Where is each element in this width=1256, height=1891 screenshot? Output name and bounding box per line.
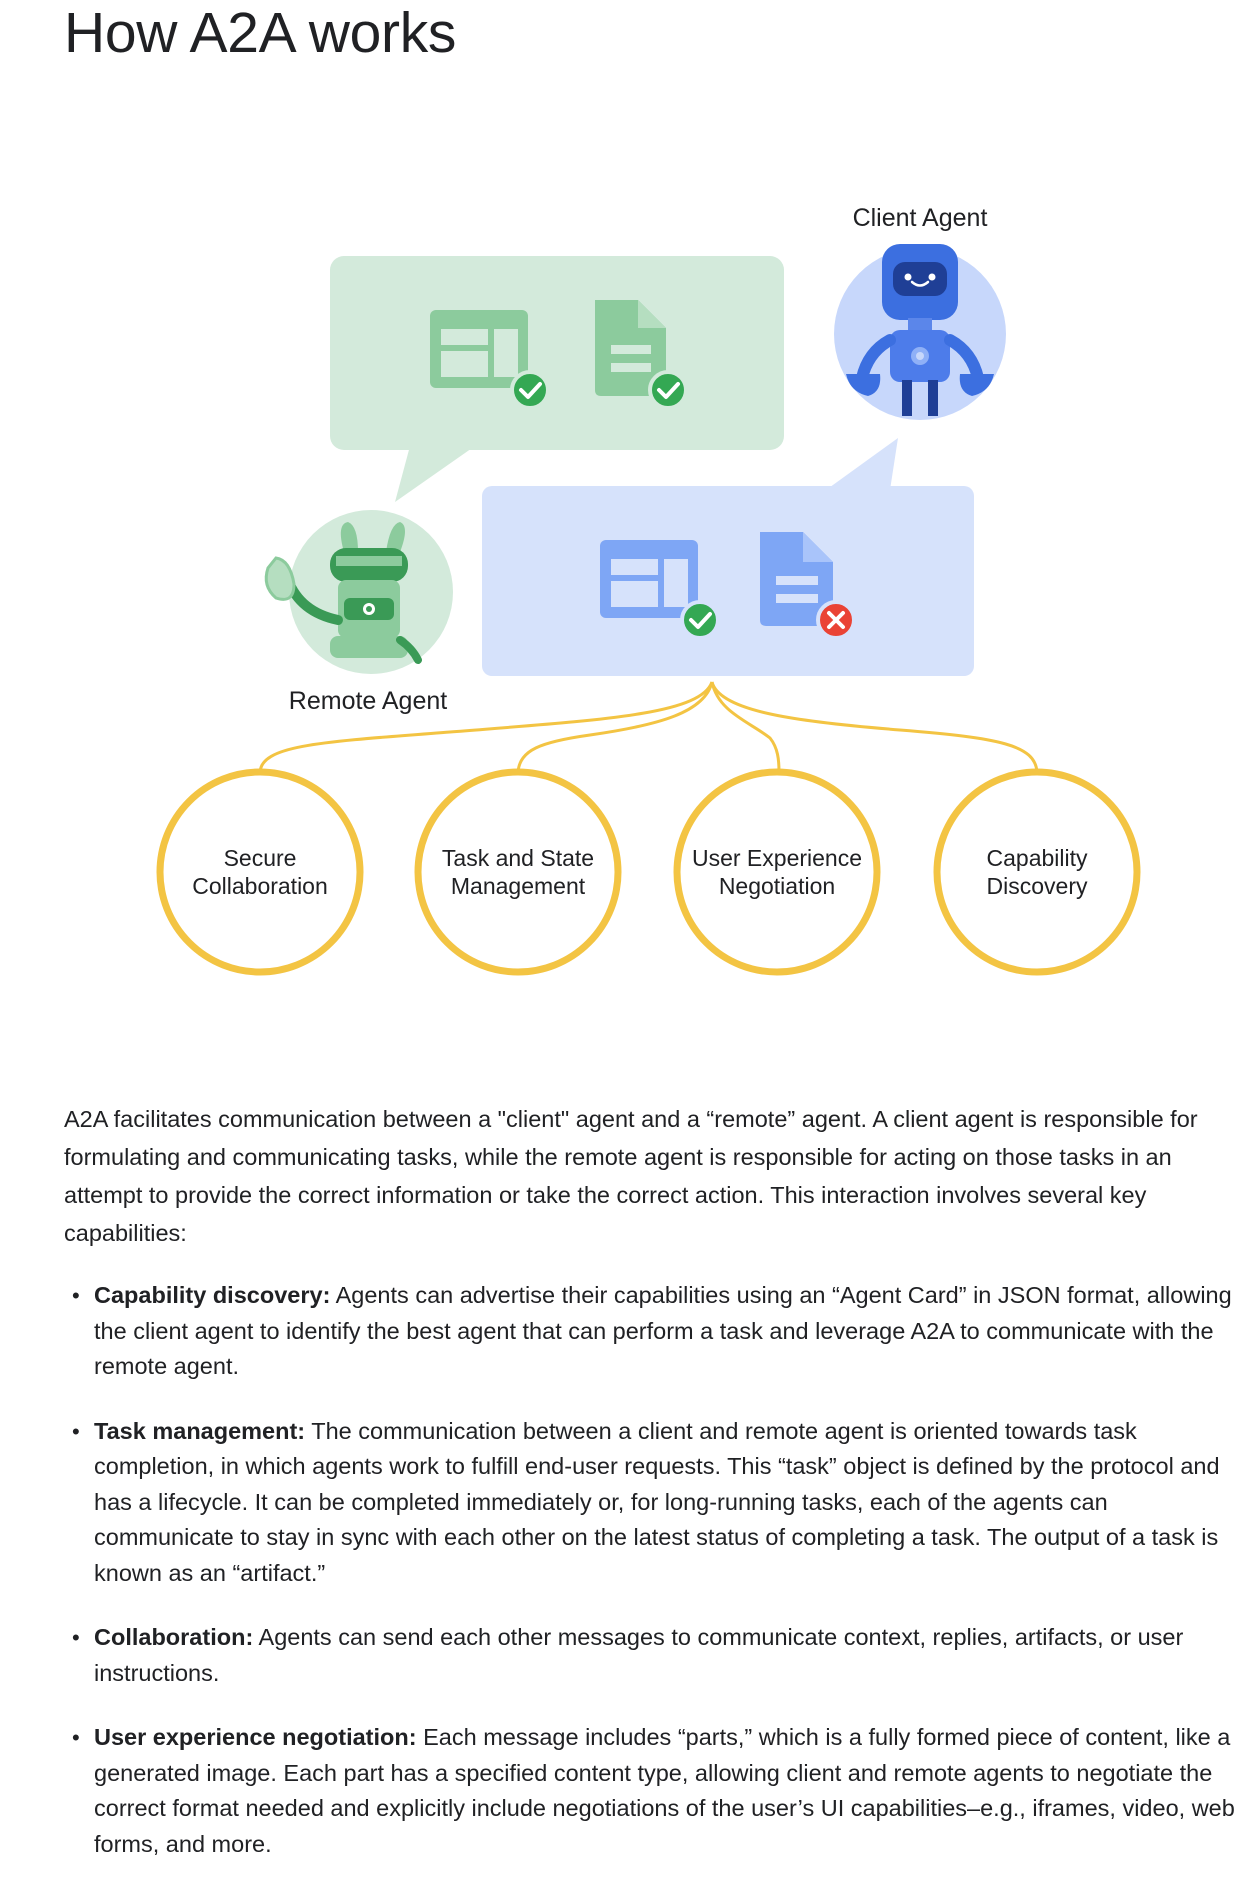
client-speech-bubble [482, 438, 974, 676]
table-document-icon [430, 310, 528, 388]
check-icon [648, 370, 688, 410]
remote-agent-label: Remote Agent [289, 687, 447, 715]
capability-circle-task-state-management: Task and State Management [414, 768, 622, 976]
intro-paragraph: A2A facilitates communication between a … [64, 1106, 1198, 1246]
capability-term: Capability discovery: [94, 1282, 331, 1308]
capability-circle-capability-discovery: Capability Discovery [933, 768, 1141, 976]
capability-circle-line1: Capability [987, 845, 1088, 871]
capability-circle-line2: Management [451, 873, 586, 899]
client-agent-robot-icon [834, 244, 1006, 420]
client-agent-label: Client Agent [853, 204, 988, 232]
error-x-icon [816, 600, 856, 640]
capability-term: User experience negotiation: [94, 1724, 417, 1750]
capability-description: The communication between a client and r… [94, 1417, 1220, 1586]
list-item: • User experience negotiation: Each mess… [64, 1720, 1244, 1862]
capability-circle-line1: Task and State [442, 845, 594, 871]
remote-agent-robot-icon [264, 510, 453, 674]
bullet: • [72, 1283, 80, 1308]
remote-speech-bubble [330, 256, 784, 502]
page-title: How A2A works [64, 1, 457, 65]
check-icon [510, 370, 550, 410]
text-document-icon [595, 300, 666, 396]
check-icon [680, 600, 720, 640]
capability-circle-line2: Discovery [987, 873, 1088, 899]
a2a-diagram: Client Agent Remote Agent Secure Collabo… [156, 204, 1141, 976]
bullet: • [72, 1725, 80, 1750]
capabilities-list: • Capability discovery: Agents can adver… [64, 1278, 1244, 1891]
capability-description: Agents can advertise their capabilities … [94, 1282, 1232, 1379]
capability-description: Each message includes “parts,” which is … [94, 1724, 1235, 1857]
list-item: • Collaboration: Agents can send each ot… [64, 1620, 1244, 1691]
capability-circle-line1: User Experience [692, 845, 862, 871]
capability-term: Collaboration: [94, 1624, 254, 1650]
list-item: • Capability discovery: Agents can adver… [64, 1278, 1244, 1385]
capability-circle-line2: Collaboration [192, 873, 328, 899]
bullet: • [72, 1625, 80, 1650]
capability-circle-line1: Secure [224, 845, 297, 871]
capability-circle-secure-collaboration: Secure Collaboration [156, 768, 364, 976]
capability-description: Agents can send each other messages to c… [94, 1624, 1184, 1686]
list-item: • Task management: The communication bet… [64, 1414, 1244, 1592]
capability-term: Task management: [94, 1417, 306, 1444]
bullet: • [72, 1418, 80, 1444]
capability-circle-user-experience-negotiation: User Experience Negotiation [673, 768, 881, 976]
text-document-icon [760, 532, 833, 626]
connector-lines [258, 681, 1039, 773]
capability-circle-line2: Negotiation [719, 873, 835, 899]
table-document-icon [600, 540, 698, 618]
